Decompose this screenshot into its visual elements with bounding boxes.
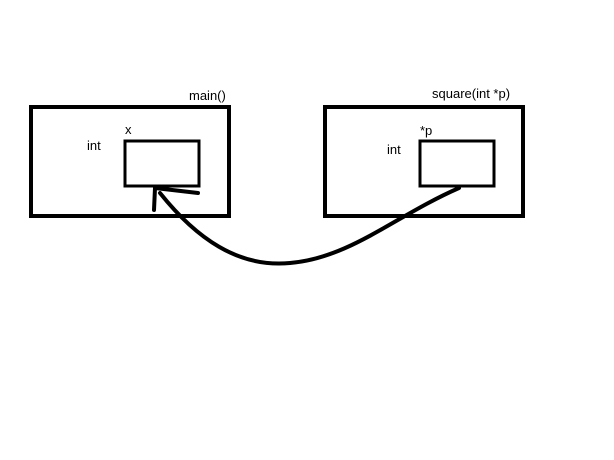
square-frame-title: square(int *p) bbox=[432, 86, 510, 101]
main-frame-box bbox=[29, 105, 231, 218]
arrowhead-right-stroke bbox=[153, 186, 200, 195]
main-var-name: x bbox=[125, 122, 132, 137]
pointer-p-box bbox=[418, 139, 496, 188]
pointer-arrow-curve bbox=[158, 186, 461, 266]
variable-x-box bbox=[123, 139, 201, 188]
square-frame-box bbox=[323, 105, 525, 218]
square-var-type: int bbox=[387, 142, 401, 157]
square-var-name: *p bbox=[420, 123, 432, 138]
main-frame-title: main() bbox=[189, 88, 226, 103]
main-frame: main() int x bbox=[29, 88, 231, 218]
arrowhead-left-stroke bbox=[152, 186, 157, 212]
pointer-arrow bbox=[152, 186, 461, 266]
square-frame: square(int *p) int *p bbox=[323, 86, 525, 218]
main-var-type: int bbox=[87, 138, 101, 153]
